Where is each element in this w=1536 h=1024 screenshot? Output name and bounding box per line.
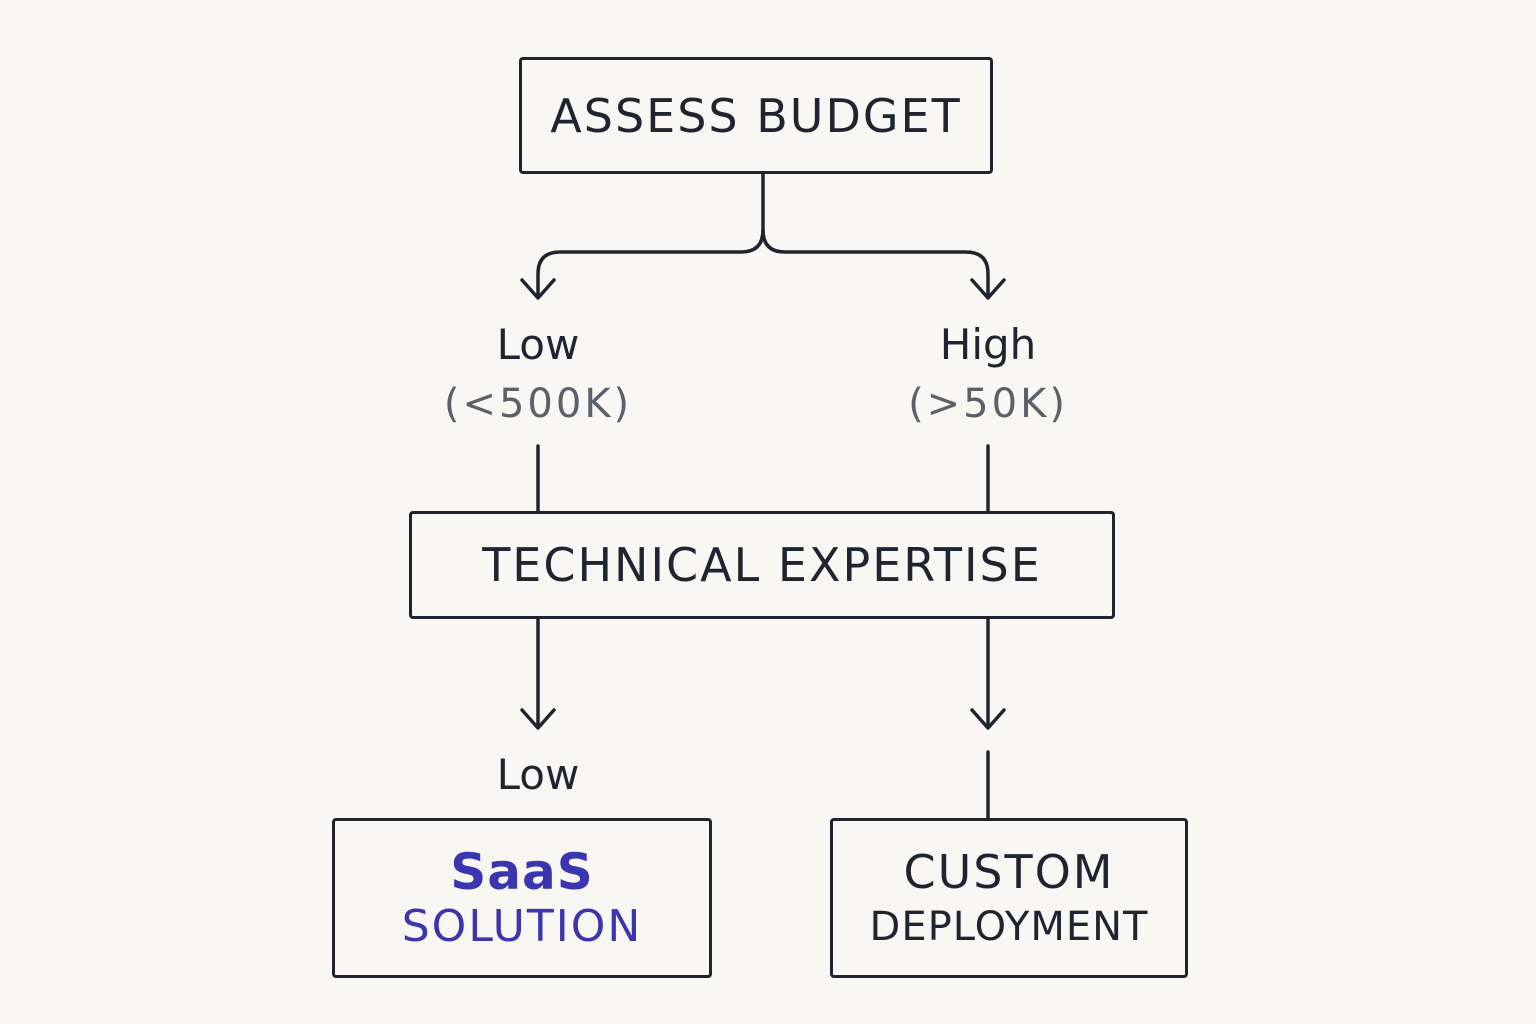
branch-low-expertise-label: Low	[496, 750, 580, 799]
arrowhead-low	[520, 278, 556, 300]
arrowhead-expertise-low	[520, 708, 556, 730]
custom-deployment-line2: DEPLOYMENT	[869, 904, 1149, 950]
saas-solution-node: SaaS SOLUTION	[332, 818, 712, 978]
arrowhead-expertise-high	[970, 708, 1006, 730]
saas-solution-line1: SaaS	[450, 843, 594, 901]
branch-low-budget-label: Low	[496, 320, 580, 369]
branch-low-budget: Low (<500K)	[438, 320, 638, 427]
budget-split-left-connector	[536, 170, 765, 298]
branch-high-budget: High (>50K)	[888, 320, 1088, 427]
technical-expertise-node: TECHNICAL EXPERTISE	[409, 511, 1115, 619]
arrowhead-high	[970, 278, 1006, 300]
branch-low-expertise: Low	[438, 754, 638, 796]
custom-deployment-line1: CUSTOM	[903, 845, 1115, 899]
assess-budget-node: ASSESS BUDGET	[519, 57, 993, 174]
branch-high-budget-threshold: (>50K)	[908, 381, 1068, 427]
budget-split-right-connector	[761, 228, 990, 298]
technical-expertise-label: TECHNICAL EXPERTISE	[482, 538, 1042, 592]
assess-budget-label: ASSESS BUDGET	[550, 88, 962, 143]
saas-solution-line2: SOLUTION	[401, 901, 643, 952]
branch-low-budget-threshold: (<500K)	[443, 381, 633, 427]
branch-high-budget-label: High	[939, 320, 1037, 369]
custom-deployment-node: CUSTOM DEPLOYMENT	[830, 818, 1188, 978]
